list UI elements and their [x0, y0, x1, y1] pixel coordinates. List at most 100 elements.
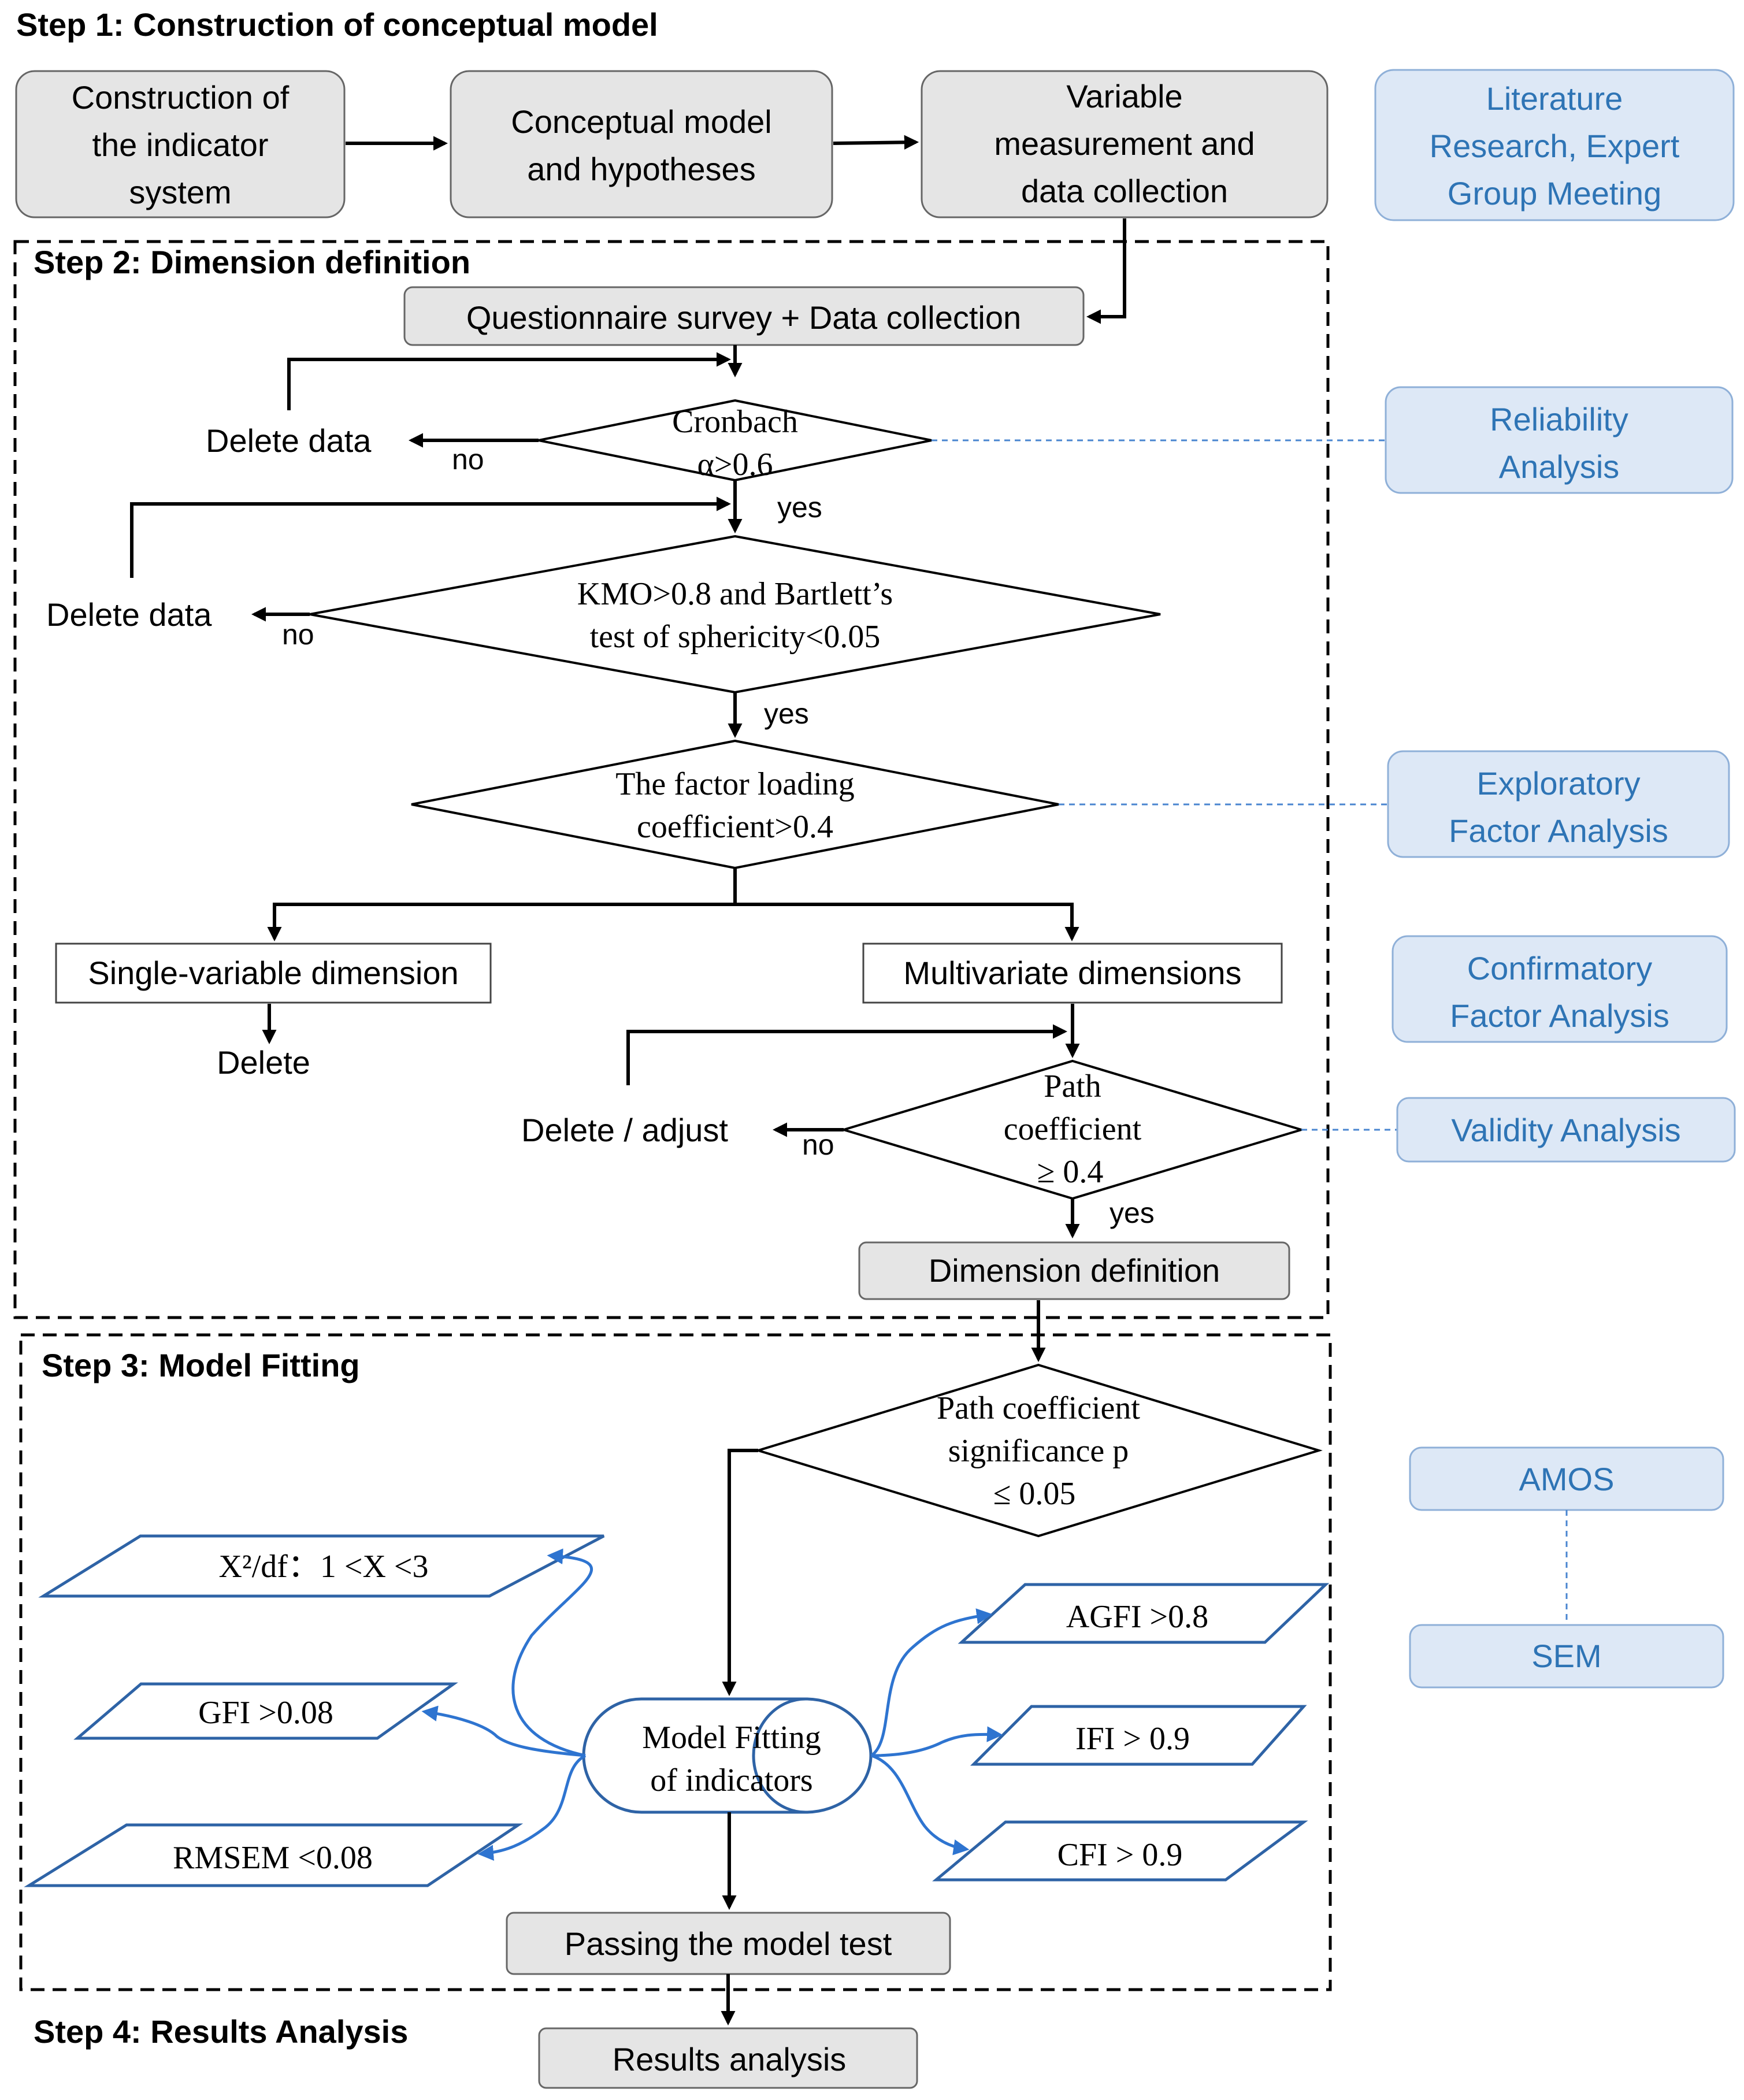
- reliability-line2: Analysis: [1499, 448, 1620, 485]
- confirmatory-label: Confirmatory Factor Analysis: [1392, 935, 1728, 1043]
- path-no-label: no: [802, 1129, 834, 1161]
- arrow-variable-to-questionnaire: [1086, 218, 1126, 324]
- questionnaire-label: Questionnaire survey + Data collection: [466, 299, 1021, 336]
- amos-text: AMOS: [1519, 1461, 1615, 1497]
- ifi-label: IFI > 0.9: [1075, 1721, 1190, 1757]
- single-variable-label: Single-variable dimension: [88, 955, 458, 991]
- factor-loading-line2: coefficient>0.4: [637, 809, 833, 845]
- curve-to-cfi: [871, 1754, 970, 1856]
- delete-data-1: Delete data: [206, 422, 372, 459]
- model-fitting-cylinder: Model Fitting of indicators: [582, 1697, 873, 1814]
- kmo-yes-label: yes: [764, 697, 809, 730]
- delete-adjust: Delete / adjust: [521, 1112, 728, 1148]
- model-fitting-line1: Model Fitting: [642, 1720, 821, 1756]
- conceptual-model-line1: Conceptual model: [511, 103, 771, 140]
- conceptual-model-box: Conceptual model and hypotheses: [450, 70, 833, 218]
- rmsem-box: RMSEM <0.08: [24, 1823, 524, 1887]
- loop-delete-data-2: [130, 496, 732, 578]
- reliability-label: Reliability Analysis: [1385, 386, 1734, 494]
- chi-df-box: X²/df：1 <X <3: [38, 1534, 605, 1598]
- confirmatory-line1: Confirmatory: [1467, 950, 1653, 986]
- questionnaire-box: Questionnaire survey + Data collection: [403, 286, 1085, 346]
- kmo-line2: test of sphericity<0.05: [590, 619, 881, 655]
- branch-to-multivariate: [735, 903, 1079, 942]
- step2-title: Step 2: Dimension definition: [34, 244, 470, 280]
- conceptual-model-line2: and hypotheses: [527, 151, 755, 187]
- path-coefficient-diamond: Path coefficient ≥ 0.4: [840, 1059, 1305, 1200]
- step3-title: Step 3: Model Fitting: [42, 1347, 360, 1383]
- branch-to-single-variable: [267, 868, 737, 942]
- delete-label: Delete: [217, 1044, 310, 1081]
- indicator-system-box: Construction of the indicator system: [15, 70, 346, 218]
- path-coef-line3: ≥ 0.4: [1037, 1154, 1104, 1190]
- passing-label: Passing the model test: [565, 1925, 892, 1962]
- literature-label: Literature Research, Expert Group Meetin…: [1374, 69, 1735, 221]
- indicator-system-line2: the indicator: [92, 127, 268, 163]
- multivariate-box: Multivariate dimensions: [862, 943, 1283, 1004]
- kmo-diamond: KMO>0.8 and Bartlett’s test of sphericit…: [309, 535, 1161, 694]
- results-label: Results analysis: [613, 2041, 847, 2077]
- variable-measurement-line2: measurement and: [994, 125, 1255, 162]
- loop-delete-adjust: [626, 1024, 1068, 1085]
- kmo-line1: KMO>0.8 and Bartlett’s: [577, 576, 893, 612]
- exploratory-label: Exploratory Factor Analysis: [1387, 750, 1730, 858]
- model-fitting-line2: of indicators: [650, 1763, 812, 1798]
- sem-text: SEM: [1531, 1638, 1601, 1674]
- literature-line1: Literature: [1486, 80, 1623, 117]
- rmsem-label: RMSEM <0.08: [173, 1840, 373, 1876]
- reliability-line1: Reliability: [1490, 401, 1628, 437]
- curve-to-gfi: [421, 1705, 586, 1757]
- step3-dashed-frame: [19, 1333, 1332, 1991]
- exploratory-line2: Factor Analysis: [1449, 812, 1668, 849]
- cfi-box: CFI > 0.9: [932, 1820, 1308, 1882]
- loop-delete-data-1: [287, 352, 732, 410]
- delete-data-2: Delete data: [46, 596, 212, 633]
- factor-loading-diamond: The factor loading coefficient>0.4: [411, 739, 1059, 870]
- gfi-label: GFI >0.08: [198, 1695, 333, 1731]
- chi-df-label: X²/df：1 <X <3: [218, 1549, 428, 1585]
- curve-to-rmsem: [477, 1754, 587, 1861]
- kmo-no-label: no: [282, 618, 314, 651]
- cronbach-yes-label: yes: [777, 491, 822, 524]
- sem-label: SEM: [1409, 1624, 1724, 1689]
- literature-line2: Research, Expert: [1430, 128, 1680, 164]
- single-variable-box: Single-variable dimension: [55, 943, 492, 1004]
- indicator-system-line1: Construction of: [72, 79, 290, 116]
- step1-title: Step 1: Construction of conceptual model: [16, 6, 658, 43]
- exploratory-line1: Exploratory: [1476, 765, 1640, 802]
- path-coef-line2: coefficient: [1004, 1111, 1142, 1147]
- curve-to-agfi: [870, 1608, 993, 1757]
- variable-measurement-box: Variable measurement and data collection: [921, 70, 1329, 218]
- cronbach-line1: Cronbach: [672, 404, 798, 440]
- indicator-system-line3: system: [129, 174, 231, 210]
- dimension-definition-box: Dimension definition: [858, 1241, 1290, 1300]
- step4-title: Step 4: Results Analysis: [34, 2013, 408, 2050]
- variable-measurement-line3: data collection: [1021, 173, 1228, 209]
- validity-text: Validity Analysis: [1451, 1112, 1680, 1148]
- confirmatory-line2: Factor Analysis: [1450, 997, 1669, 1034]
- agfi-box: AGFI >0.8: [958, 1583, 1330, 1644]
- multivariate-label: Multivariate dimensions: [903, 955, 1241, 991]
- factor-loading-line1: The factor loading: [615, 766, 855, 802]
- amos-label: AMOS: [1409, 1446, 1724, 1511]
- literature-line3: Group Meeting: [1448, 175, 1661, 212]
- cronbach-diamond: Cronbach α>0.6: [538, 399, 932, 483]
- results-box: Results analysis: [538, 2027, 918, 2089]
- cronbach-no-label: no: [452, 443, 484, 476]
- dimension-definition-label: Dimension definition: [929, 1252, 1220, 1289]
- path-yes-label: yes: [1110, 1197, 1155, 1229]
- arrow-conceptual-to-variable: [833, 135, 919, 150]
- arrow-significance-to-fitting: [722, 1449, 758, 1697]
- significance-line2: significance p: [948, 1433, 1129, 1469]
- cfi-label: CFI > 0.9: [1057, 1837, 1183, 1873]
- ifi-box: IFI > 0.9: [970, 1705, 1307, 1766]
- variable-measurement-line1: Variable: [1066, 78, 1182, 114]
- step2-dashed-frame: [13, 240, 1330, 1319]
- passing-box: Passing the model test: [506, 1912, 951, 1975]
- path-significance-diamond: Path coefficient significance p ≤ 0.05: [754, 1363, 1323, 1538]
- curve-to-chi-df: [511, 1548, 593, 1757]
- agfi-label: AGFI >0.8: [1066, 1599, 1208, 1635]
- path-coef-line1: Path: [1044, 1068, 1101, 1104]
- cronbach-line2: α>0.6: [697, 447, 773, 483]
